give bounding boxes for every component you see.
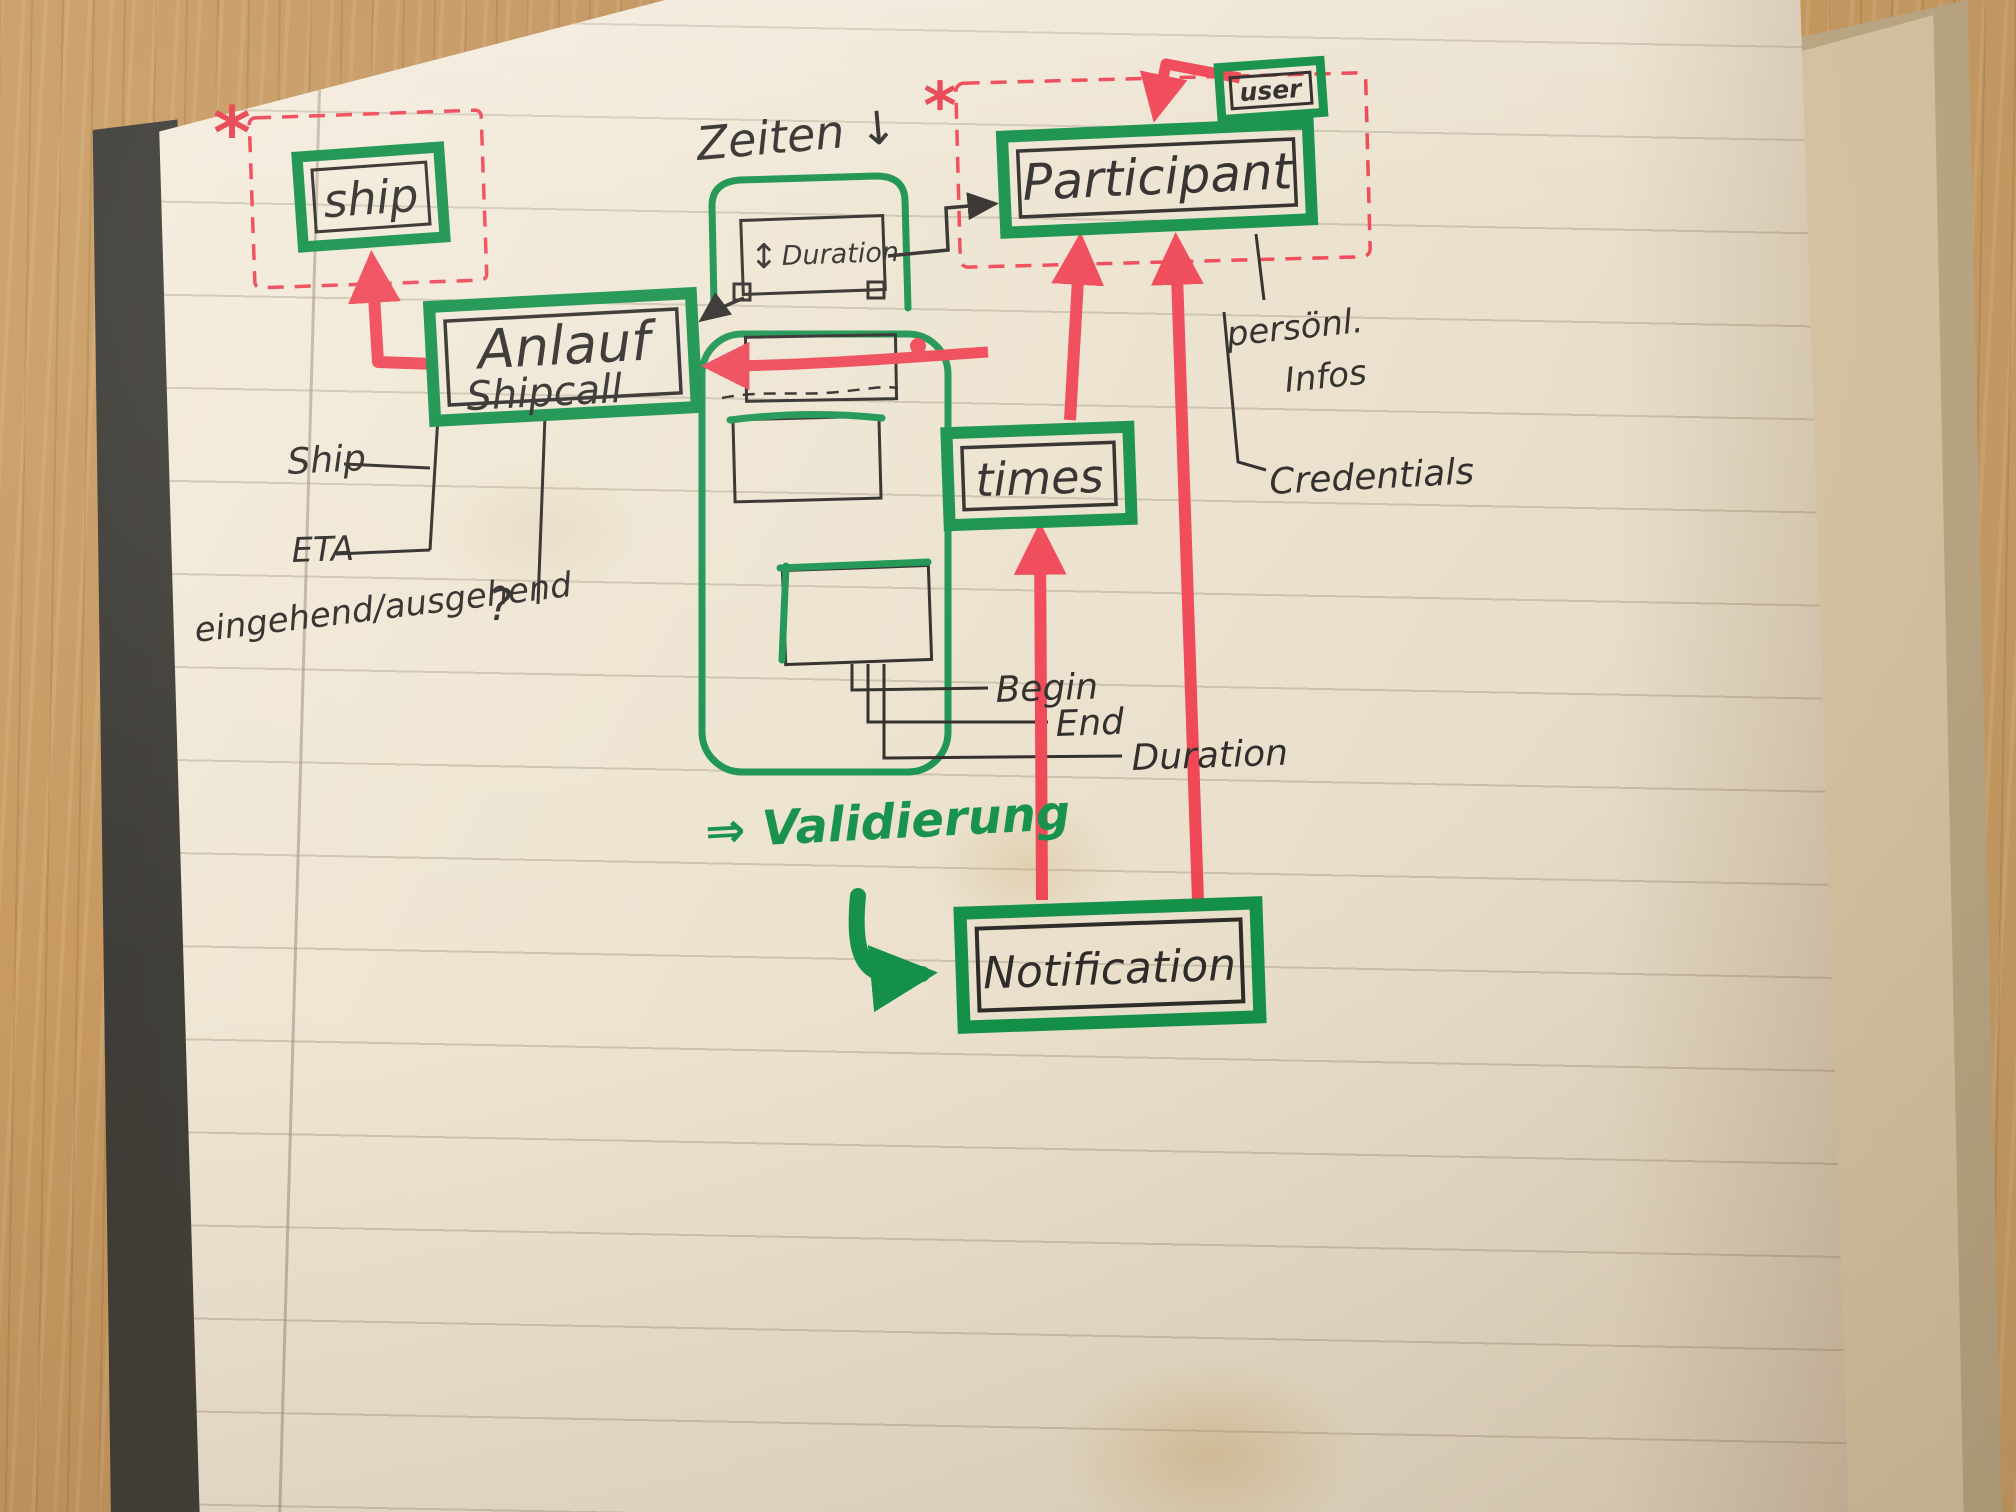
green-overdraw — [726, 410, 886, 424]
asterisk-participant: * — [923, 70, 956, 144]
ship-entity-box — [291, 141, 451, 253]
shipcall-label: Shipcall — [465, 366, 623, 420]
duration-box-label: Duration — [781, 237, 899, 272]
user-label: user — [1238, 74, 1304, 107]
question-mark: ? — [488, 580, 511, 631]
connector-anlauf-attrs — [428, 415, 440, 551]
time-slot-box-3 — [780, 563, 934, 667]
paper-stain — [1060, 1360, 1360, 1512]
end-attr-label: End — [1055, 702, 1126, 745]
ship-entity-label: ship — [322, 168, 421, 229]
dashed-divider — [721, 385, 899, 400]
persoenl-label: persönl. — [1224, 301, 1365, 355]
anlauf-label: Anlauf — [473, 309, 659, 381]
user-entity-box — [1213, 55, 1329, 125]
time-slot-box-2 — [731, 414, 883, 504]
zeiten-note: Zeiten ↓ — [692, 100, 899, 172]
arrow-anlauf-to-ship — [348, 250, 437, 370]
arrow-validierung-to-notification — [848, 888, 938, 1013]
duration-box — [739, 213, 887, 297]
arrow-notification-to-participant — [1150, 232, 1204, 903]
arrow-duration-to-anlauf — [698, 292, 745, 323]
participant-label: Participant — [1021, 142, 1296, 212]
ship-attr-label: Ship — [286, 438, 367, 483]
notification-label: Notification — [982, 940, 1237, 1000]
duration-bracket — [708, 172, 912, 312]
duration-box-foot — [866, 280, 886, 300]
connector-end — [866, 664, 1048, 724]
arrow-notification-to-times — [1013, 522, 1067, 901]
arrow-duration-to-participant — [887, 192, 999, 258]
connector-eta-attr — [335, 548, 431, 556]
times-label: times — [975, 449, 1105, 507]
connector-eingehend-attr — [536, 415, 547, 605]
times-entity-box — [940, 420, 1138, 532]
participant-entity-box — [995, 117, 1319, 239]
arrow-times-to-participant — [1051, 232, 1105, 421]
connector-persoenl — [1254, 233, 1266, 301]
green-overdraw — [776, 558, 932, 664]
eingehend-ausgehend-label: eingehend/ausgehend — [192, 565, 574, 651]
validierung-note: ⇒ Validierung — [704, 785, 1072, 860]
connector-credentials — [1222, 311, 1267, 472]
asterisk-ship: * — [213, 91, 251, 175]
connector-ship-attr — [343, 462, 431, 470]
duration-attr-label: Duration — [1131, 733, 1289, 779]
notification-entity-box — [953, 896, 1267, 1034]
connector-begin — [850, 664, 989, 692]
eta-attr-label: ETA — [291, 529, 355, 571]
credentials-label: Credentials — [1268, 451, 1475, 503]
arrow-times-to-anlauf — [701, 341, 989, 391]
times-group-container — [698, 330, 952, 776]
anlauf-entity-box — [422, 286, 704, 428]
red-dot — [910, 338, 926, 354]
begin-attr-label: Begin — [995, 666, 1099, 711]
infos-label: Infos — [1283, 353, 1369, 401]
updown-arrow-icon: ↕ — [750, 237, 779, 277]
ship-dashed-highlight — [247, 108, 489, 290]
